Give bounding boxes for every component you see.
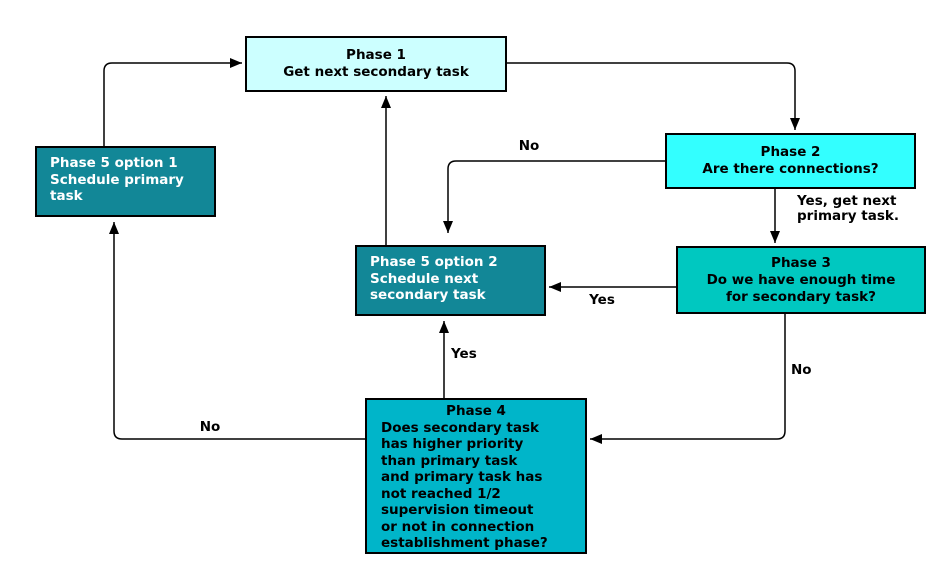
arrow-phase4-to-phase5opt1-no	[109, 222, 365, 440]
arrow-phase2-to-phase5opt2-no	[443, 160, 665, 233]
phase5-option2-title: Phase 5 option 2	[370, 254, 498, 270]
arrow-phase5opt1-to-phase1	[103, 58, 242, 146]
phase2-box: Phase 2 Are there connections?	[665, 133, 916, 189]
phase3-title: Phase 3	[771, 254, 831, 271]
phase4-body: Does secondary task has higher priority …	[381, 419, 548, 552]
phase5-option1-body: Schedule primary task	[50, 171, 184, 205]
phase5-option2-box: Phase 5 option 2 Schedule next secondary…	[355, 245, 546, 316]
edge-label-phase2-yes: Yes, get next primary task.	[797, 193, 899, 224]
phase3-body: Do we have enough time for secondary tas…	[706, 271, 896, 305]
phase1-box: Phase 1 Get next secondary task	[245, 36, 507, 92]
edge-label-phase3-yes: Yes	[589, 292, 615, 308]
phase2-body: Are there connections?	[702, 161, 879, 177]
phase2-title: Phase 2	[760, 144, 821, 160]
arrow-phase1-to-phase2	[507, 62, 800, 130]
edge-label-phase2-no: No	[518, 138, 540, 154]
arrow-phase3-to-phase4-no	[590, 314, 786, 444]
phase5-option2-body: Schedule next secondary task	[370, 270, 486, 304]
phase3-box: Phase 3 Do we have enough time for secon…	[676, 246, 926, 314]
phase5-option1-title: Phase 5 option 1	[50, 155, 178, 171]
phase1-title: Phase 1	[346, 47, 406, 63]
edge-label-phase4-no: No	[199, 419, 221, 435]
edge-label-phase3-no: No	[791, 362, 812, 378]
edge-label-phase4-yes: Yes	[451, 346, 477, 362]
phase4-title: Phase 4	[446, 403, 506, 419]
phase4-box: Phase 4 Does secondary task has higher p…	[365, 398, 587, 554]
phase5-option1-box: Phase 5 option 1 Schedule primary task	[35, 146, 216, 217]
phase1-body: Get next secondary task	[283, 64, 469, 80]
